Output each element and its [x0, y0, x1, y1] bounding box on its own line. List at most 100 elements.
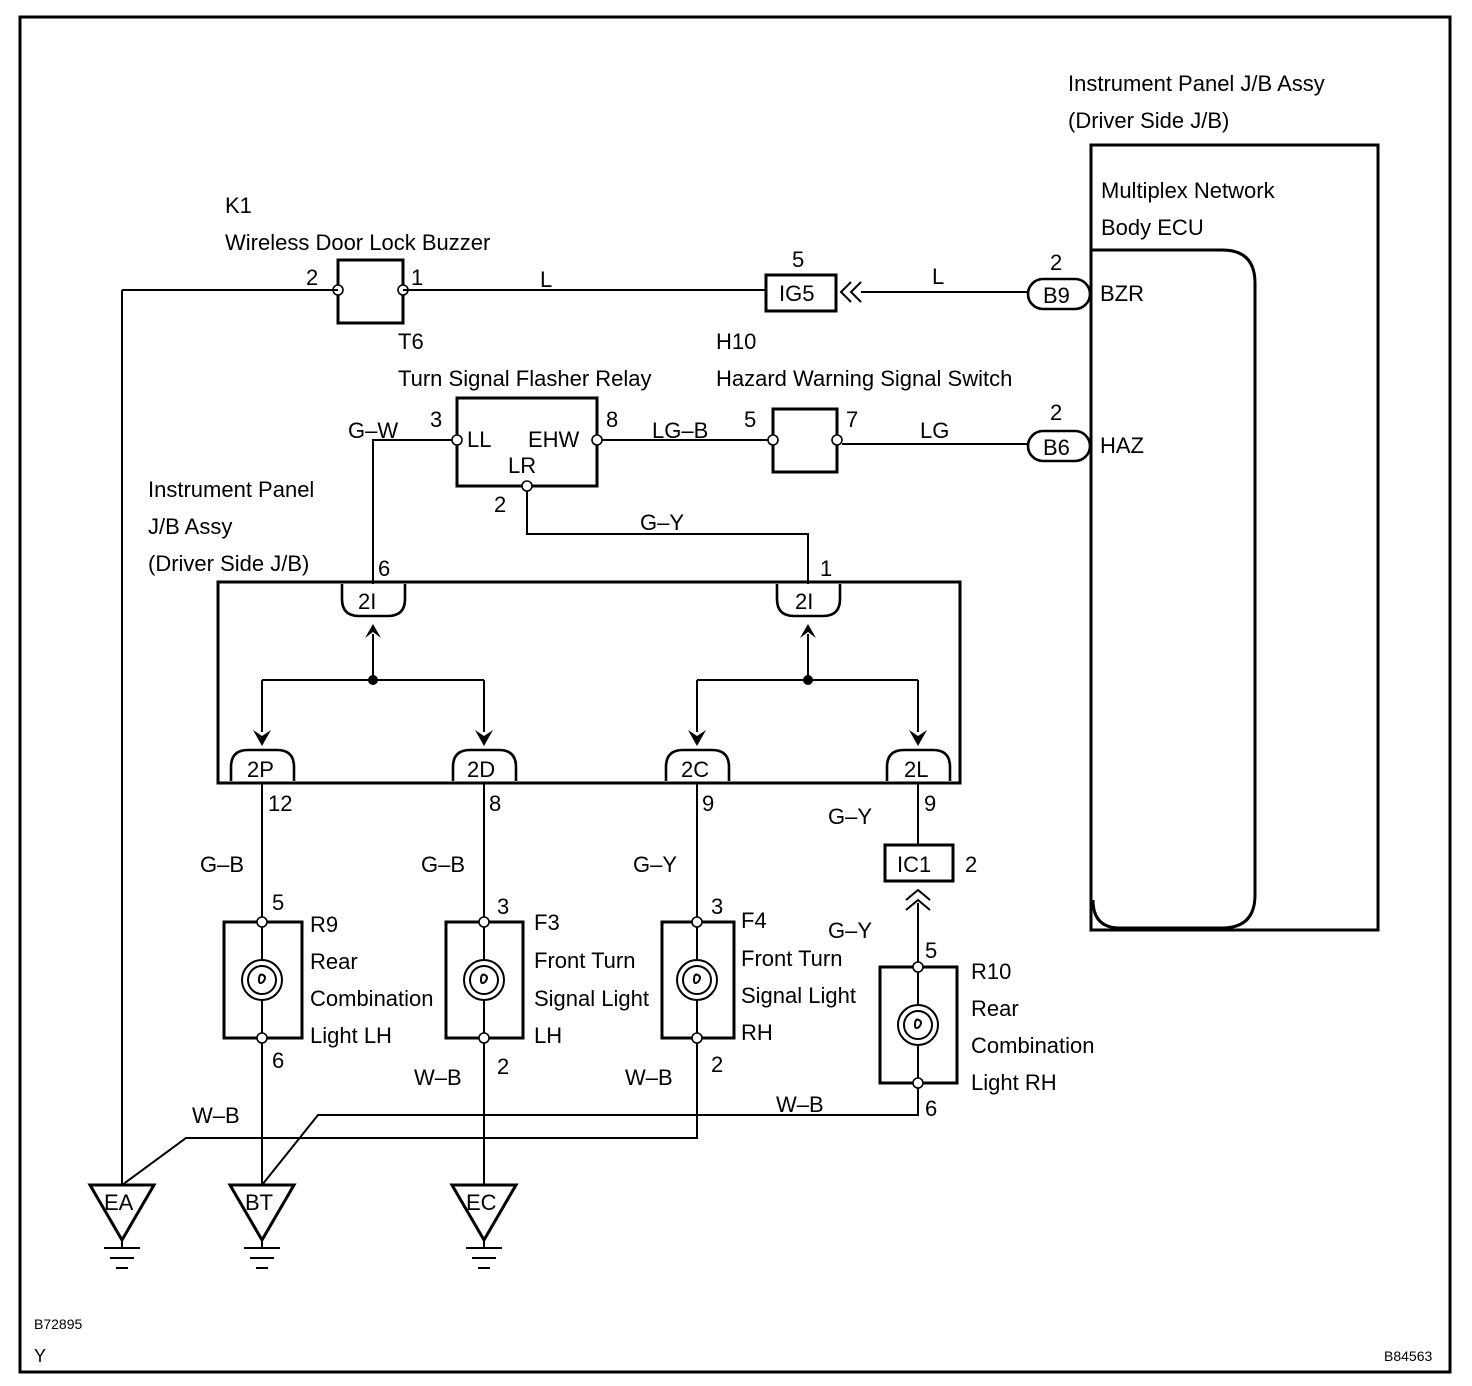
f4-pin-top: 3 — [711, 894, 723, 919]
wire-gw — [372, 439, 452, 584]
connector-2i-left-pin: 6 — [378, 556, 390, 581]
r10-rear-combination-rh: 5 6 R10 Rear Combination Light RH — [878, 938, 1095, 1121]
jb-left-outline — [216, 580, 962, 785]
connector-ig5-label: IG5 — [779, 281, 814, 306]
r9-pin-bottom: 6 — [272, 1048, 284, 1073]
r9-line3: Light LH — [310, 1023, 392, 1048]
f3-front-turn-lh: 3 2 F3 Front Turn Signal Light LH — [444, 894, 649, 1079]
wire-l-left-label: L — [540, 267, 552, 292]
r10-pin-bottom: 6 — [925, 1096, 937, 1121]
connector-2i-right-pin: 1 — [820, 556, 832, 581]
diagram-frame — [18, 15, 1452, 1374]
wire-wb-f4-label: W–B — [625, 1065, 673, 1090]
jb-right-title-1: Instrument Panel J/B Assy — [1068, 71, 1325, 96]
ecu-bzr-terminal: BZR — [1100, 281, 1144, 306]
ground-ea: EA — [87, 1183, 157, 1269]
f4-line1: Front Turn — [741, 946, 842, 971]
r9-pin-top: 5 — [272, 890, 284, 915]
wire-lg-label: LG — [920, 418, 949, 443]
connector-2p-pin: 12 — [268, 791, 292, 816]
connector-2i-left-label: 2I — [358, 589, 376, 614]
figure-code-left-sub: Y — [34, 1346, 46, 1366]
arrow-2d — [475, 730, 493, 746]
connector-2d-pin: 8 — [489, 791, 501, 816]
wire-wb-f3-label: W–B — [414, 1065, 462, 1090]
connector-b9: B9 2 — [1026, 250, 1092, 311]
t6-pin-ehw: EHW — [528, 427, 580, 452]
connector-2c-label: 2C — [681, 757, 709, 782]
wire-gy-2l-label: G–Y — [828, 804, 872, 829]
ground-ec: EC — [449, 1183, 519, 1269]
wire-gb-2d-label: G–B — [421, 852, 465, 877]
connector-2l-pin: 9 — [924, 791, 936, 816]
ecu-outline — [1091, 248, 1257, 930]
junction-left — [368, 675, 378, 685]
r10-line3: Light RH — [971, 1070, 1057, 1095]
ecu-title-2: Body ECU — [1101, 215, 1204, 240]
connector-b6: B6 2 — [1026, 400, 1092, 463]
r10-pin-top: 5 — [925, 938, 937, 963]
ecu-junction-block: Instrument Panel J/B Assy (Driver Side J… — [1068, 71, 1380, 932]
k1-pin-right: 1 — [411, 265, 423, 290]
arrow-2c — [688, 730, 706, 746]
connector-b6-pin: 2 — [1050, 400, 1062, 425]
jb-left-title-1: Instrument Panel — [148, 477, 314, 502]
wire-wb-r10 — [261, 1088, 919, 1186]
figure-code-left: B72895 — [34, 1316, 82, 1332]
r9-code: R9 — [310, 912, 338, 937]
r10-line1: Rear — [971, 996, 1019, 1021]
connector-2i-left: 2I 6 — [340, 556, 407, 618]
f4-code: F4 — [741, 908, 767, 933]
wire-gb-2p-label: G–B — [200, 852, 244, 877]
h10-pin-right: 7 — [846, 407, 858, 432]
f4-front-turn-rh: 3 2 F4 Front Turn Signal Light RH — [660, 894, 856, 1077]
connector-2p-label: 2P — [247, 757, 274, 782]
f3-line3: LH — [534, 1023, 562, 1048]
connector-b9-label: B9 — [1043, 283, 1070, 308]
ground-ea-label: EA — [104, 1190, 134, 1215]
connector-2d: 2D 8 — [451, 748, 518, 816]
connector-ig5-arrow — [839, 281, 862, 303]
wire-gy-2c-label: G–Y — [633, 852, 677, 877]
connector-2l: 2L 9 — [885, 748, 952, 816]
arrow-2l — [909, 730, 927, 746]
k1-code: K1 — [225, 193, 252, 218]
h10-code: H10 — [716, 329, 756, 354]
t6-pin-ehw-num: 8 — [606, 407, 618, 432]
arrow-2p — [253, 730, 271, 746]
r9-rear-combination-lh: 5 6 R9 Rear Combination Light LH — [222, 890, 434, 1073]
k1-name: Wireless Door Lock Buzzer — [225, 230, 490, 255]
arrow-2i-left — [365, 624, 381, 638]
connector-ic1-label: IC1 — [897, 852, 931, 877]
r10-line2: Combination — [971, 1033, 1095, 1058]
wire-lgb-label: LG–B — [652, 418, 708, 443]
f3-pin-bottom: 2 — [497, 1054, 509, 1079]
connector-2c-pin: 9 — [702, 791, 714, 816]
t6-pin-ll-num: 3 — [430, 407, 442, 432]
t6-code: T6 — [398, 329, 424, 354]
t6-flasher-relay: T6 Turn Signal Flasher Relay 3 LL EHW 8 … — [398, 329, 652, 517]
wire-gw-label: G–W — [348, 418, 398, 443]
junction-right — [803, 675, 813, 685]
wire-gy-top-label: G–Y — [640, 510, 684, 535]
ecu-haz-terminal: HAZ — [1100, 433, 1144, 458]
wire-l-right-label: L — [932, 264, 944, 289]
connector-b9-pin: 2 — [1050, 250, 1062, 275]
figure-code-right: B84563 — [1384, 1348, 1432, 1364]
jb-left-title-3: (Driver Side J/B) — [148, 551, 309, 576]
wire-wb-r9-label: W–B — [192, 1103, 240, 1128]
k1-box — [336, 258, 405, 325]
t6-pin-lr-num: 2 — [494, 492, 506, 517]
r9-line2: Combination — [310, 986, 434, 1011]
connector-ic1: IC1 2 — [883, 843, 977, 911]
jb-left-title-2: J/B Assy — [148, 514, 232, 539]
jb-right-title-2: (Driver Side J/B) — [1068, 108, 1229, 133]
wire-gy-ic1-label: G–Y — [828, 918, 872, 943]
f3-line2: Signal Light — [534, 986, 649, 1011]
wire-wb-r10-label: W–B — [776, 1092, 824, 1117]
t6-name: Turn Signal Flasher Relay — [398, 366, 652, 391]
jb-left: Instrument Panel J/B Assy (Driver Side J… — [148, 477, 962, 785]
connector-2i-right-label: 2I — [795, 589, 813, 614]
arrow-2i-right — [800, 624, 816, 638]
